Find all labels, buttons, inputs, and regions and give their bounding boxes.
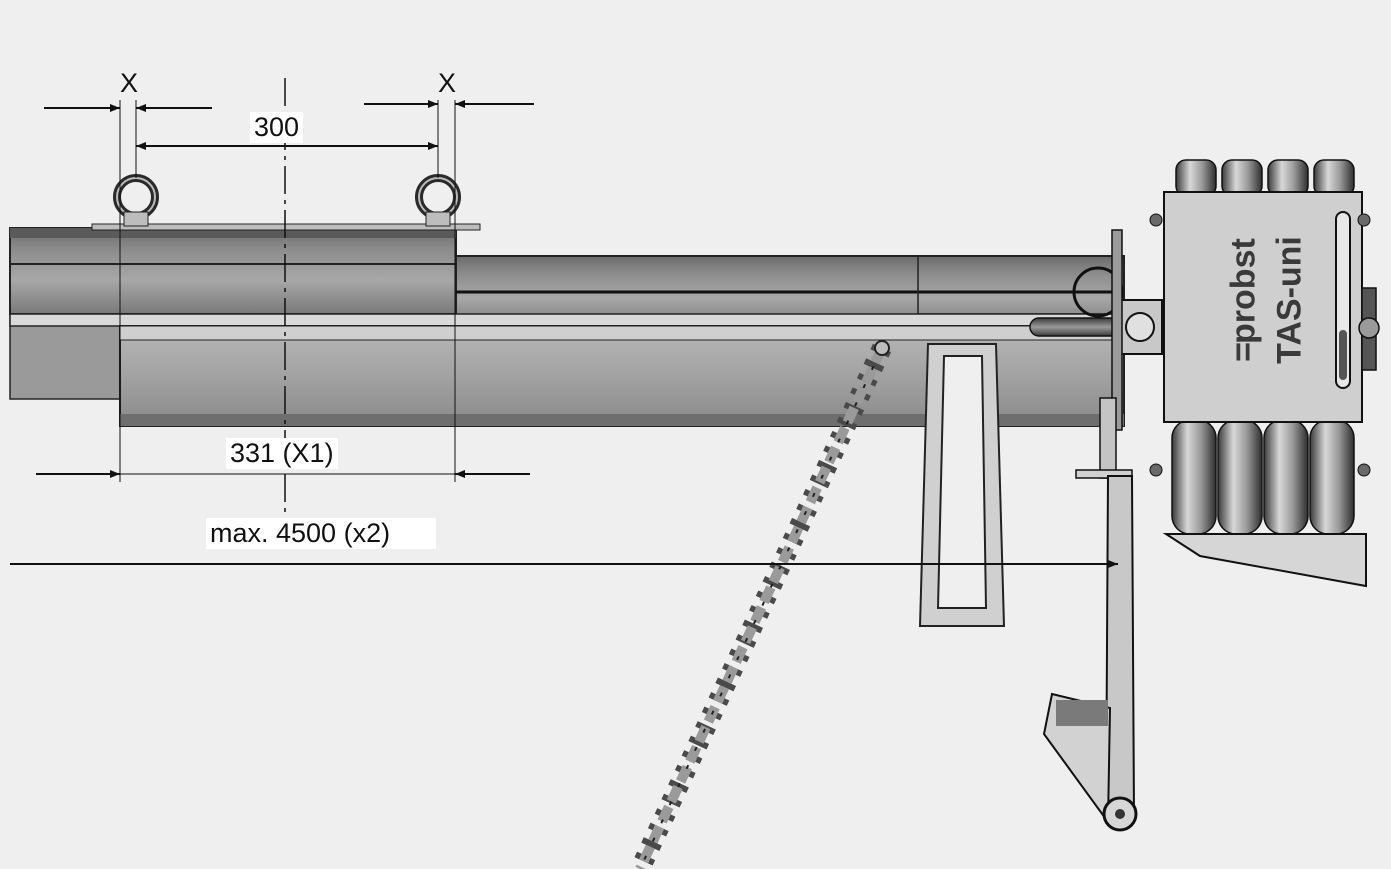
dimension-lines (10, 78, 1118, 568)
dim-300-label: 300 (250, 112, 304, 143)
eye-bolt-left (113, 174, 159, 227)
dim-x-left-label: X (120, 68, 139, 98)
brand-name: probst (1224, 238, 1263, 344)
trolley-device (1149, 159, 1380, 588)
support-foot (1042, 397, 1138, 832)
dim-331-x1-label: 331 (X1) (226, 438, 338, 469)
model-label: TAS-uni (1270, 236, 1309, 364)
dim-x-right-label: X (438, 68, 457, 98)
eye-bolt-right (415, 174, 461, 227)
hanger-bracket (918, 343, 1006, 627)
chain (630, 340, 892, 869)
brand-logo-bars: = (1224, 343, 1263, 362)
brand-label: =probst (1225, 238, 1264, 362)
dim-max-4500-label: max. 4500 (x2) (206, 518, 437, 549)
